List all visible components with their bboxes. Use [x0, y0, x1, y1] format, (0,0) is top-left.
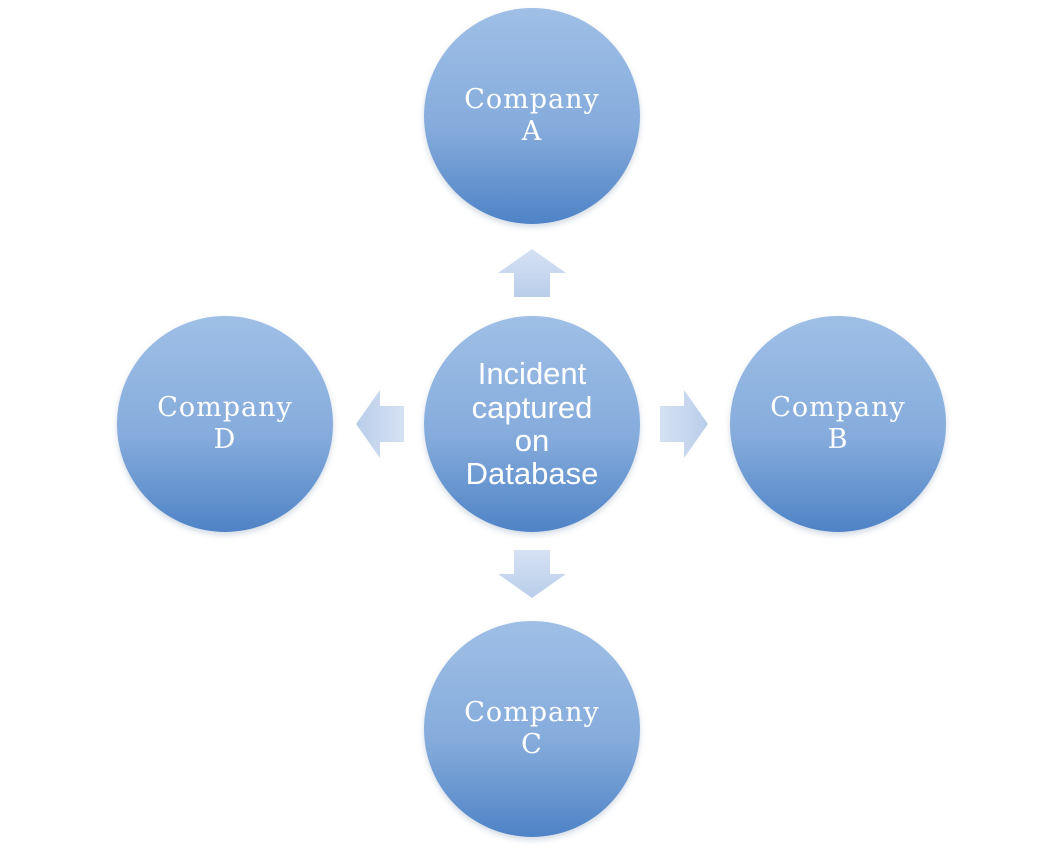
arrow-left-icon: [354, 388, 406, 460]
arrow-right-icon: [658, 388, 710, 460]
node-company-a: Company A: [424, 8, 640, 224]
node-company-b: Company B: [730, 316, 946, 532]
node-company-a-line-1: Company: [464, 83, 600, 115]
node-center-line-1: Incident: [477, 356, 587, 392]
node-company-b-line-2: B: [827, 424, 849, 455]
node-company-c-line-1: Company: [464, 696, 600, 728]
arrow-up-icon: [496, 247, 568, 299]
node-company-d: Company D: [117, 316, 333, 532]
node-center-incident: Incident captured on Database: [424, 316, 640, 532]
arrow-down-icon: [496, 548, 568, 600]
node-company-d-line-2: D: [213, 424, 237, 455]
node-company-b-line-1: Company: [770, 391, 906, 423]
node-center-line-4: Database: [465, 456, 599, 492]
node-company-c: Company C: [424, 621, 640, 837]
node-company-d-line-1: Company: [157, 391, 293, 423]
node-company-a-line-2: A: [521, 116, 543, 147]
node-company-c-line-2: C: [521, 729, 543, 760]
node-center-line-2: captured: [471, 389, 593, 425]
node-center-line-3: on: [514, 423, 550, 458]
